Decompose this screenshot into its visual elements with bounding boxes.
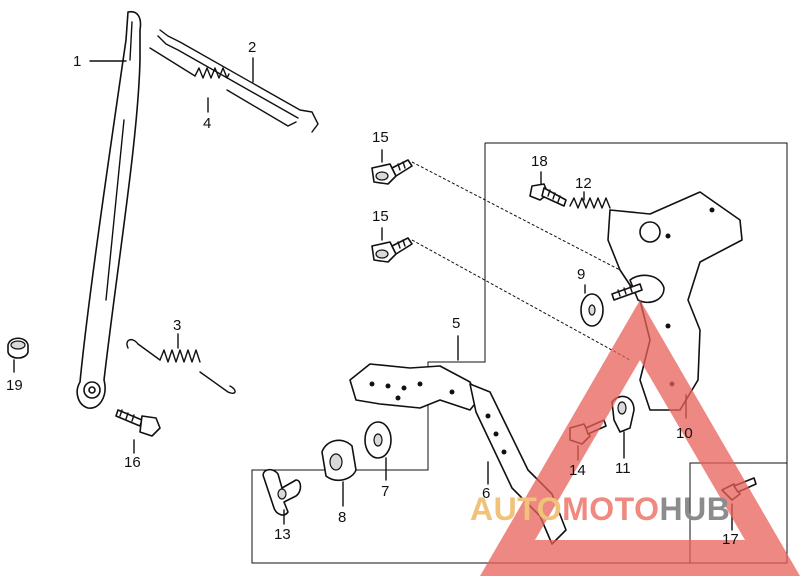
callout-13: 13 xyxy=(274,526,291,543)
callout-2: 2 xyxy=(248,39,257,56)
callout-8: 8 xyxy=(338,509,347,526)
part-18-bolt xyxy=(529,183,567,207)
part-4-spring xyxy=(149,47,297,127)
part-1-lever-arm xyxy=(76,10,142,409)
callout-1: 1 xyxy=(73,53,82,70)
callout-3: 3 xyxy=(173,317,182,334)
callout-5: 5 xyxy=(452,315,461,332)
callout-15-lower: 15 xyxy=(372,208,389,225)
callout-18: 18 xyxy=(531,153,548,170)
callout-17: 17 xyxy=(722,531,739,548)
callout-4: 4 xyxy=(203,115,212,132)
callout-7: 7 xyxy=(381,483,390,500)
watermark-triangle xyxy=(480,300,800,576)
part-5-control-plate xyxy=(349,363,479,411)
part-19-cap-nut xyxy=(7,337,29,359)
assembly-line-15-upper xyxy=(411,161,621,271)
part-9-washer xyxy=(580,283,643,327)
part-15-bolt-lower xyxy=(371,237,413,263)
callout-9: 9 xyxy=(577,266,586,283)
watermark-hub: HUB xyxy=(659,491,731,527)
watermark-logo: AUTOMOTOHUB xyxy=(470,493,730,525)
callout-11: 11 xyxy=(615,460,631,477)
callout-10: 10 xyxy=(676,425,693,442)
part-7-washer xyxy=(364,421,392,459)
watermark-moto: MOTO xyxy=(562,491,660,527)
part-15-bolt-upper xyxy=(371,159,413,185)
part-16-bolt xyxy=(115,409,161,437)
callout-15-upper: 15 xyxy=(372,129,389,146)
main-assembly-frame xyxy=(251,142,788,564)
part-8-cam-plate xyxy=(321,439,357,482)
callout-12: 12 xyxy=(575,175,592,192)
callout-16: 16 xyxy=(124,454,141,471)
callout-19: 19 xyxy=(6,377,23,394)
assembly-line-15-lower xyxy=(411,239,631,361)
callout-6: 6 xyxy=(482,485,491,502)
part-13-wing-nut xyxy=(262,468,302,516)
watermark-auto: AUTO xyxy=(470,491,563,527)
part-12-spring xyxy=(569,197,611,209)
part-2-throttle-rod xyxy=(157,29,319,133)
part-3-return-spring xyxy=(126,338,236,395)
callout-14: 14 xyxy=(569,462,586,479)
